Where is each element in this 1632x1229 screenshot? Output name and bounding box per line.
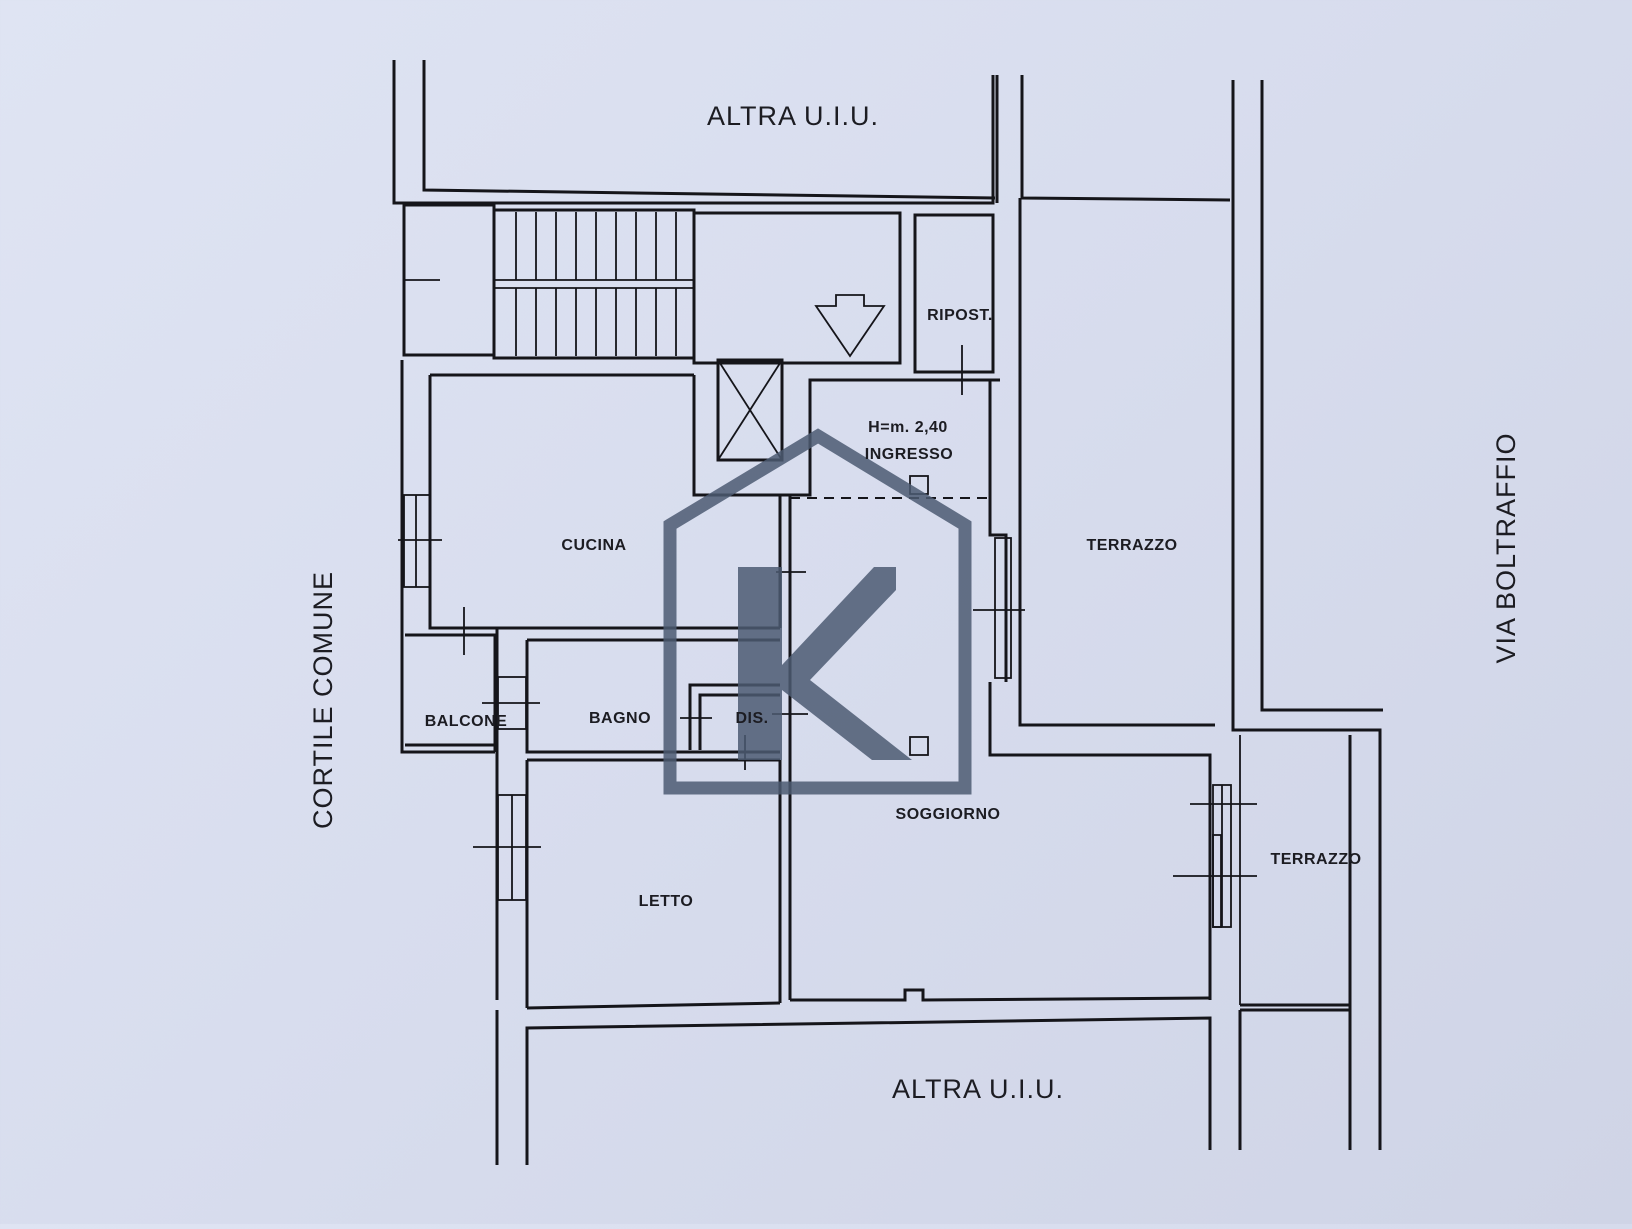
- label-bedroom: LETTO: [639, 893, 694, 910]
- label-living-room: SOGGIORNO: [896, 806, 1001, 823]
- k-logo-watermark: [663, 428, 972, 795]
- neighbour-walls: [392, 60, 1383, 1165]
- label-storage: RIPOST.: [927, 307, 993, 324]
- label-kitchen: CUCINA: [561, 537, 626, 554]
- label-bottom-unit: ALTRA U.I.U.: [892, 1074, 1064, 1104]
- apartment-walls: [398, 198, 1350, 1012]
- label-terrace-side: TERRAZZO: [1270, 851, 1361, 868]
- label-street: VIA BOLTRAFFIO: [1491, 432, 1521, 663]
- storage-room: [913, 213, 995, 395]
- stair-steps: [515, 212, 677, 356]
- arrow-down-icon: [814, 294, 886, 358]
- plan-labels: ALTRA U.I.U. ALTRA U.I.U. CORTILE COMUNE…: [308, 101, 1521, 1104]
- label-balcony: BALCONE: [425, 713, 508, 730]
- label-top-unit: ALTRA U.I.U.: [707, 101, 879, 131]
- staircase: [402, 203, 1000, 497]
- label-entrance: INGRESSO: [865, 446, 953, 463]
- label-bathroom: BAGNO: [589, 710, 651, 727]
- label-terrace-main: TERRAZZO: [1086, 537, 1177, 554]
- label-courtyard: CORTILE COMUNE: [308, 571, 338, 829]
- label-height-note: H=m. 2,40: [868, 419, 948, 436]
- label-hallway: DIS.: [735, 710, 768, 727]
